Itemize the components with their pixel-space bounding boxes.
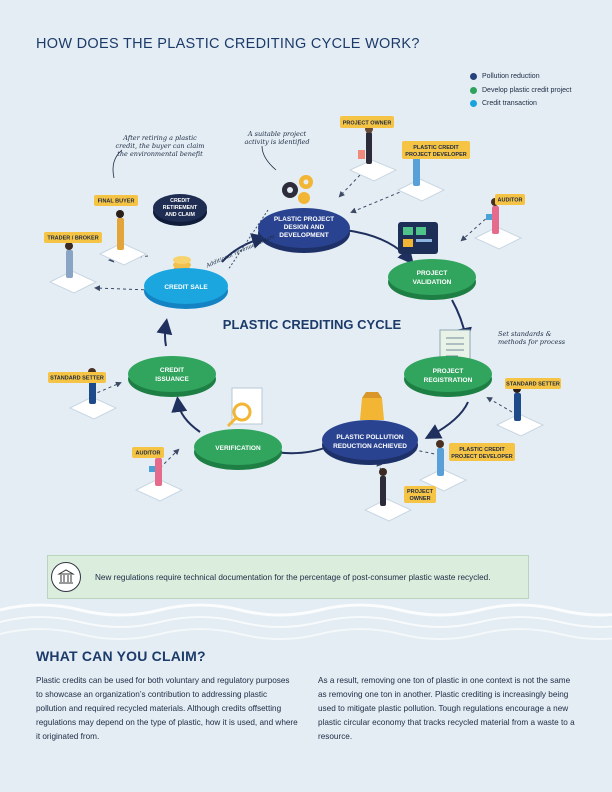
actor-label-standard-setter-left: STANDARD SETTER	[48, 372, 106, 383]
actor-label-standard-setter-right: STANDARD SETTER	[505, 378, 561, 389]
actor-tiles	[48, 125, 545, 522]
actor-label-project-owner-bottom: PROJECT OWNER	[404, 486, 436, 503]
node-issuance	[128, 356, 216, 397]
svg-text:PLASTIC CREDIT: PLASTIC CREDIT	[413, 145, 459, 151]
node-reduction-label-2: REDUCTION ACHIEVED	[333, 443, 407, 450]
plastic-crediting-cycle-diagram: PLASTIC PROJECT DESIGN AND DEVELOPMENT P…	[44, 116, 566, 522]
node-issuance-label-2: ISSUANCE	[155, 376, 189, 383]
claim-section-title: WHAT CAN YOU CLAIM?	[36, 648, 206, 664]
svg-text:STANDARD SETTER: STANDARD SETTER	[50, 376, 104, 382]
node-retirement	[153, 194, 207, 226]
svg-text:STANDARD SETTER: STANDARD SETTER	[506, 382, 560, 388]
actor-label-auditor-right: AUDITOR	[495, 194, 525, 205]
legend: Pollution reduction Develop plastic cred…	[470, 70, 572, 111]
validation-screen-icon	[398, 222, 438, 254]
node-reduction-label-1: PLASTIC POLLUTION	[336, 434, 403, 441]
gear-icon	[282, 175, 313, 204]
trader-tile	[48, 242, 98, 294]
node-retirement-label-1: CREDIT	[170, 198, 190, 204]
node-design-label-3: DEVELOPMENT	[279, 232, 329, 239]
svg-text:the environmental benefit: the environmental benefit	[117, 150, 203, 158]
svg-text:PROJECT: PROJECT	[407, 489, 434, 495]
svg-text:After retiring a plastic: After retiring a plastic	[122, 134, 197, 142]
claim-right-paragraph: As a result, removing one ton of plastic…	[318, 676, 575, 741]
node-verification-label: VERIFICATION	[215, 445, 261, 452]
auditor-right-tile	[473, 198, 523, 250]
bank-building-icon	[51, 562, 81, 592]
svg-text:AUDITOR: AUDITOR	[136, 451, 161, 457]
node-verification	[194, 429, 282, 470]
magnifier-document-icon	[226, 387, 263, 428]
legend-label: Pollution reduction	[482, 73, 540, 81]
claim-left-paragraph: Plastic credits can be used for both vol…	[36, 676, 298, 741]
developer-bottom-tile	[418, 440, 468, 492]
svg-text:A suitable project: A suitable project	[247, 130, 307, 138]
actor-label-auditor-left: AUDITOR	[132, 447, 164, 458]
final-buyer-tile	[98, 210, 148, 266]
annotation-suitable: A suitable project activity is identifie…	[244, 130, 309, 146]
annotation-revenue: Additional revenue stream	[205, 234, 276, 270]
annotation-pointers	[112, 145, 277, 179]
cycle-center-title: PLASTIC CREDITING CYCLE	[223, 317, 402, 332]
annotation-retirement: After retiring a plastic credit, the buy…	[116, 134, 205, 158]
node-registration-label-2: REGISTRATION	[424, 377, 473, 384]
node-issuance-label-1: CREDIT	[160, 367, 184, 374]
node-reduction	[322, 420, 418, 465]
node-validation	[388, 259, 476, 300]
node-design	[258, 208, 350, 253]
svg-text:PROJECT DEVELOPER: PROJECT DEVELOPER	[405, 152, 466, 158]
legend-dot-blue	[470, 100, 477, 108]
node-sale	[144, 268, 228, 309]
svg-text:activity is identified: activity is identified	[244, 138, 309, 146]
project-owner-top-tile	[348, 125, 398, 182]
svg-text:PROJECT OWNER: PROJECT OWNER	[343, 121, 392, 127]
legend-item-develop: Develop plastic credit project	[470, 84, 572, 98]
node-registration-label-1: PROJECT	[433, 368, 464, 375]
actor-label-trader: TRADER / BROKER	[44, 232, 102, 243]
svg-text:credit, the buyer can claim: credit, the buyer can claim	[116, 142, 205, 150]
node-design-label-2: DESIGN AND	[284, 224, 325, 231]
decorative-waves	[0, 603, 612, 640]
actor-label-final-buyer: FINAL BUYER	[94, 195, 138, 206]
node-registration	[404, 356, 492, 397]
legend-label: Credit transaction	[482, 100, 537, 108]
svg-text:PLASTIC CREDIT: PLASTIC CREDIT	[459, 447, 505, 453]
regulation-callout: New regulations require technical docume…	[47, 555, 529, 599]
svg-text:OWNER: OWNER	[409, 496, 430, 502]
svg-text:Set standards &: Set standards &	[498, 330, 552, 338]
page-title: HOW DOES THE PLASTIC CREDITING CYCLE WOR…	[36, 36, 420, 52]
node-retirement-label-3: AND CLAIM	[165, 212, 195, 218]
callout-text: New regulations require technical docume…	[95, 572, 491, 582]
svg-text:methods for process: methods for process	[498, 338, 566, 346]
actor-label-developer-bottom: PLASTIC CREDIT PROJECT DEVELOPER	[449, 443, 515, 461]
legend-label: Develop plastic credit project	[482, 86, 572, 94]
node-sale-label: CREDIT SALE	[164, 284, 208, 291]
svg-text:PROJECT DEVELOPER: PROJECT DEVELOPER	[451, 454, 512, 460]
node-validation-label-1: PROJECT	[417, 270, 448, 277]
legend-dot-navy	[470, 73, 477, 81]
svg-text:TRADER / BROKER: TRADER / BROKER	[47, 236, 98, 242]
actor-label-project-owner-top: PROJECT OWNER	[340, 116, 394, 128]
node-validation-label-2: VALIDATION	[413, 279, 452, 286]
illustrations	[173, 175, 471, 428]
actor-label-developer-top: PLASTIC CREDIT PROJECT DEVELOPER	[402, 141, 470, 159]
annotation-standards: Set standards & methods for process	[498, 330, 566, 346]
recycling-bag-icon	[360, 392, 384, 420]
svg-text:AUDITOR: AUDITOR	[498, 198, 523, 204]
standard-setter-right-tile	[495, 385, 545, 437]
project-owner-bottom-tile	[363, 468, 413, 522]
legend-dot-green	[470, 86, 477, 94]
legend-item-pollution: Pollution reduction	[470, 70, 572, 84]
node-design-label-1: PLASTIC PROJECT	[274, 216, 334, 223]
node-retirement-label-2: RETIREMENT	[163, 205, 198, 211]
svg-text:FINAL BUYER: FINAL BUYER	[98, 199, 135, 205]
legend-item-transaction: Credit transaction	[470, 97, 572, 111]
